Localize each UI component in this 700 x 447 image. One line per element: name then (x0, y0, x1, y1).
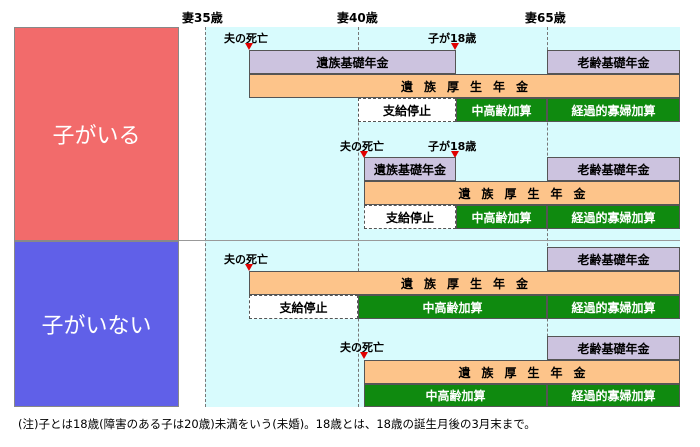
husband-death-label: 夫の死亡 (224, 253, 268, 266)
child-18-marker (451, 151, 459, 158)
husband-death-label: 夫の死亡 (224, 32, 268, 45)
footnote: (注)子とは18歳(障害のある子は20歳)未満をいう(未婚)。18歳とは、18歳… (18, 417, 536, 431)
survivor-welfare-pension-bar: 遺族厚生年金 (364, 181, 680, 205)
survivor-welfare-pension-bar: 遺族厚生年金 (249, 271, 680, 295)
basic-survivor-pension-bar: 遺族基礎年金 (249, 50, 456, 74)
husband-death-marker (360, 151, 368, 158)
old-age-basic-pension-bar: 老齢基礎年金 (547, 50, 680, 74)
transitional-widow-addition-bar: 経過的寡婦加算 (547, 384, 680, 407)
middle-age-addition-bar: 中高齢加算 (358, 295, 547, 319)
header-age40: 妻40歳 (337, 11, 378, 25)
husband-death-label: 夫の死亡 (340, 341, 384, 354)
husband-death-marker (245, 43, 253, 50)
survivor-welfare-pension-bar: 遺族厚生年金 (249, 74, 680, 98)
header-age35: 妻35歳 (182, 11, 223, 25)
transitional-widow-addition-bar: 経過的寡婦加算 (547, 205, 680, 229)
header-age65: 妻65歳 (525, 11, 566, 25)
suspended-bar: 支給停止 (249, 295, 358, 319)
husband-death-marker (360, 352, 368, 359)
child-18-marker (451, 43, 459, 50)
section-divider (179, 240, 680, 241)
child-18-label: 子が18歳 (428, 140, 477, 153)
husband-death-marker (245, 264, 253, 271)
transitional-widow-addition-bar: 経過的寡婦加算 (547, 98, 680, 122)
middle-age-addition-bar: 中高齢加算 (456, 98, 547, 122)
husband-death-label: 夫の死亡 (340, 140, 384, 153)
section-with-child: 子がいる (14, 27, 179, 241)
survivor-welfare-pension-bar: 遺族厚生年金 (364, 360, 680, 384)
child-18-label: 子が18歳 (428, 32, 477, 45)
old-age-basic-pension-bar: 老齢基礎年金 (547, 157, 680, 181)
middle-age-addition-bar: 中高齢加算 (456, 205, 547, 229)
age35-guide (205, 27, 206, 407)
middle-age-addition-bar: 中高齢加算 (364, 384, 547, 407)
old-age-basic-pension-bar: 老齢基礎年金 (547, 247, 680, 271)
age40-guide (358, 27, 359, 407)
transitional-widow-addition-bar: 経過的寡婦加算 (547, 295, 680, 319)
old-age-basic-pension-bar: 老齢基礎年金 (547, 336, 680, 360)
basic-survivor-pension-bar: 遺族基礎年金 (364, 157, 456, 181)
suspended-bar: 支給停止 (358, 98, 456, 122)
suspended-bar: 支給停止 (364, 205, 456, 229)
section-without-child: 子がいない (14, 241, 179, 407)
